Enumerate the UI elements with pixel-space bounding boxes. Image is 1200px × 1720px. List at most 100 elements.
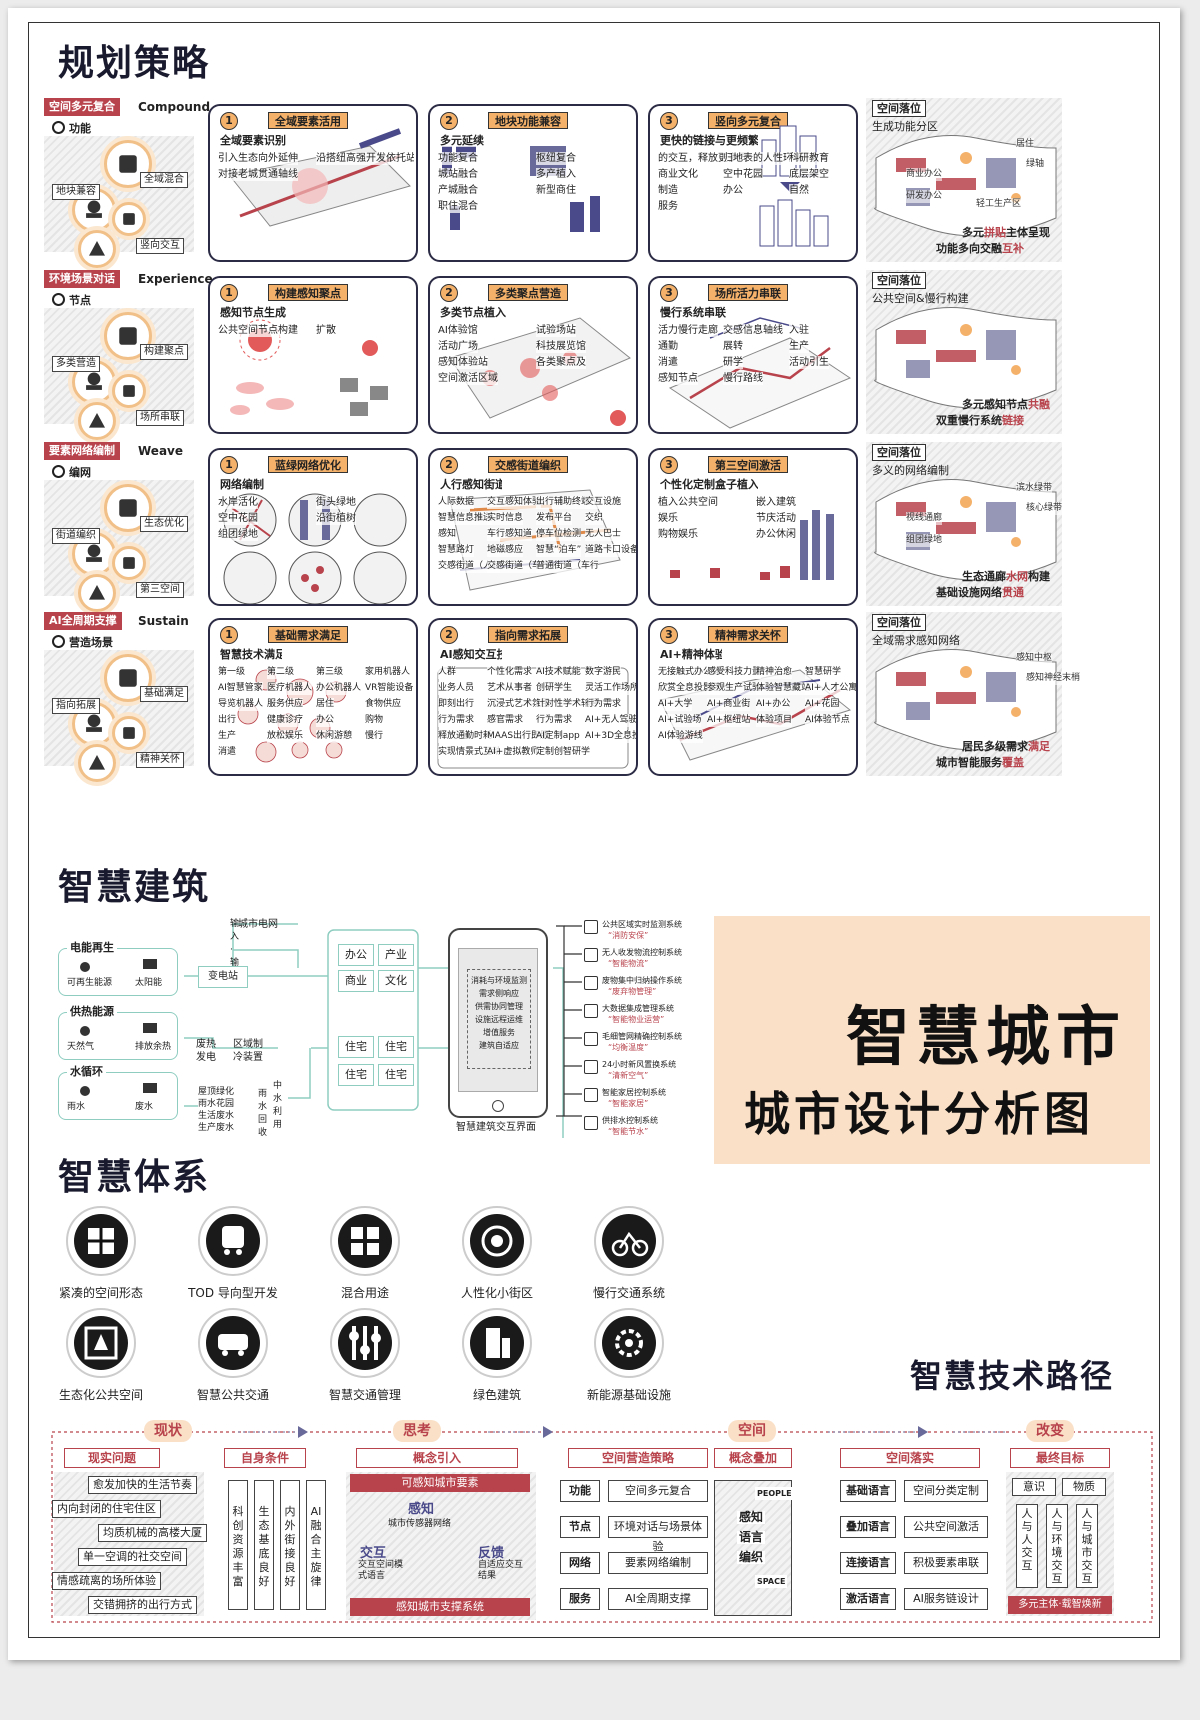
path-col-head: 现实问题 [64, 1448, 160, 1468]
phase-label: 改变 [1026, 1420, 1074, 1442]
card-text: AI+虚拟教师 [487, 746, 540, 759]
card-text: 生产 [218, 730, 237, 743]
card-illustration [759, 125, 829, 247]
system-tag: “智能节水” [608, 1127, 649, 1136]
card-text: 全域要素识别 [220, 134, 286, 147]
card-text: 精神治愈 [756, 666, 793, 679]
card-text: 试验场站 [536, 324, 576, 337]
card-text: 多产植入 [536, 168, 576, 181]
card-number: 1 [220, 456, 238, 474]
block-bottom-0: 住宅 [338, 1036, 374, 1058]
row-tag: 要素网络编制 [44, 442, 120, 460]
green-building-icon-glyph [486, 1328, 510, 1358]
spatial-zone-label: 绿轴 [1026, 158, 1045, 171]
card-heading: 地块功能兼容 [488, 112, 568, 129]
card-heading: 交感街道编织 [488, 456, 568, 473]
block-top-0: 办公 [338, 944, 374, 966]
card-heading: 竖向多元复合 [708, 112, 788, 129]
card-text: 街头绿地 [316, 496, 356, 509]
strategy-value: 要素网络编制 [608, 1552, 708, 1574]
spatial-sub: 全域需求感知网络 [872, 634, 960, 647]
spatial-note-1: 多元感知节点共融 [962, 398, 1050, 411]
row-side-label-1: 指向拓展 [52, 698, 100, 714]
card-text: AI技术赋能 [536, 666, 581, 679]
spatial-note-1: 居民多级需求满足 [962, 740, 1050, 753]
spatial-note-1a: 多元 [962, 226, 984, 239]
card-heading: 精神需求关怀 [708, 626, 788, 643]
card-text: 消遣 [218, 746, 237, 759]
strategy-card: 3第三空间激活个性化定制盒子植入激活第三空间植入公共空间嵌入建筑娱乐节庆活动购物… [648, 448, 858, 606]
card-text: 无人巴士 [585, 528, 622, 541]
spatial-note-1b: 水网 [1006, 570, 1028, 583]
system-name: 废物集中归纳操作系统 [602, 976, 682, 985]
strategy-key: 网络 [560, 1552, 600, 1574]
spatial-note-2b: 互补 [1002, 242, 1024, 255]
phone-screen-text: 消耗与环境监测需求侧响应供需协同管理设施远程运维增值服务建筑自适应 [467, 969, 531, 1069]
row-side-label-1: 街道编织 [52, 528, 100, 544]
energy-group-icons [80, 1023, 157, 1036]
card-text: 导览机器人 [218, 698, 264, 711]
smart-bus-icon-glyph [218, 1334, 248, 1356]
spatial-zone-label: 研发办公 [906, 190, 943, 203]
card-text: 功能复合 [438, 152, 478, 165]
small-block-icon [462, 1206, 532, 1276]
section-title-strategy: 规划策略 [54, 42, 225, 86]
row-side-label-0: 构建聚点 [140, 344, 188, 360]
card-number: 3 [660, 456, 678, 474]
energy-group-icons [80, 1083, 157, 1096]
card-heading: 场所活力串联 [708, 284, 788, 301]
spatial-zone-label: 组团绿地 [906, 534, 943, 547]
card-text: 办公休闲 [756, 528, 796, 541]
eco-space-icon [66, 1308, 136, 1378]
row-dot-label: 营造场景 [52, 634, 113, 650]
icon-disc [338, 1214, 392, 1268]
card-heading: 基础需求满足 [268, 626, 348, 643]
card-text: 行为需求 [536, 714, 573, 727]
row-icon-3 [112, 374, 146, 408]
card-text: 网络编制 [220, 478, 264, 491]
small-block-icon-glyph [481, 1225, 513, 1257]
card-text: AI+花园 [805, 698, 840, 711]
card-text: 车行感知道 [487, 528, 533, 541]
card-text: 针对性学术辅导 [536, 698, 598, 711]
phase-label: 思考 [393, 1420, 441, 1442]
card-text: AI体验游线 [658, 730, 703, 743]
row-tag: 空间多元复合 [44, 98, 120, 116]
spatial-zone-label: 居住 [1016, 138, 1035, 151]
block-bottom-2: 住宅 [338, 1064, 374, 1086]
spatial-note-2b: 贯通 [1002, 586, 1024, 599]
landing-key: 叠加语言 [840, 1516, 896, 1538]
system-icon-label: 慢行交通系统 [592, 1286, 665, 1300]
row-icon-2 [78, 402, 116, 440]
card-text: 业务人员 [438, 682, 475, 695]
spatial-heading: 空间落位 [872, 272, 926, 289]
card-text: 活动引生 [789, 356, 829, 369]
energy-group-title: 电能再生 [67, 941, 117, 954]
building-energy-diagram: 城市电网 输入·输出 电能再生可再生能源太阳能供热能源天然气排放余热水循环雨水废… [48, 908, 698, 1138]
system-tag: “清新空气” [608, 1071, 649, 1080]
card-text: 人群 [438, 666, 457, 679]
card-heading: 多类聚点营造 [488, 284, 568, 301]
system-icon [584, 1088, 598, 1102]
card-text: AI+枢纽站 [707, 714, 751, 727]
system-name: 毛细管网精确控制系统 [602, 1032, 682, 1041]
card-text: 食物供应 [365, 698, 402, 711]
system-tag: “废弃物管理” [608, 987, 657, 996]
row-en-title: Experience [138, 272, 213, 286]
spatial-note-2a: 功能多向交融 [936, 242, 1002, 255]
spatial-zone-label: 轻工生产区 [976, 198, 1022, 211]
card-number: 1 [220, 112, 238, 130]
path-col-head: 概念引入 [356, 1448, 518, 1468]
strategy-card: 1基础需求满足智慧技术满足个体基本刚需第一级第二级第三级家用机器人AI智慧管家医… [208, 618, 418, 776]
card-text: 感知节点 [658, 372, 698, 385]
spatial-note-1: 生态通廊水网构建 [962, 570, 1050, 583]
card-text: 智慧研学 [805, 666, 842, 679]
card-text: 智慧“泊车” [536, 544, 582, 557]
concept-sense-sub: 城市传感器网络 [388, 1519, 452, 1529]
water-list: 屋顶绿化雨水花园生活废水生产废水 [198, 1087, 235, 1133]
